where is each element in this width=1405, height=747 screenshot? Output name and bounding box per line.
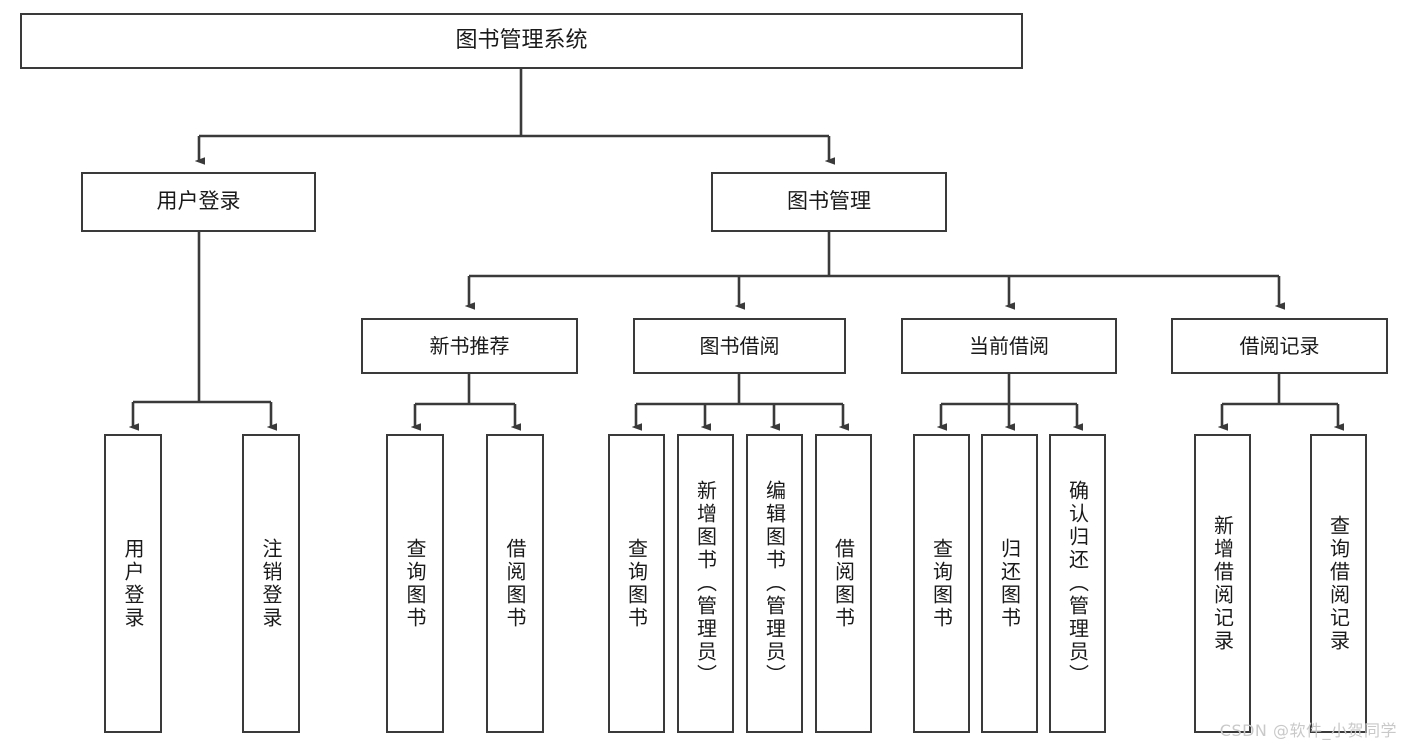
node-root-system[interactable]: 图书管理系统 [20, 13, 1023, 69]
node-book-borrow[interactable]: 图书借阅 [633, 318, 846, 374]
leaf-edit-book-admin[interactable]: 编辑图书（管理员） [746, 434, 803, 733]
node-label: 当前借阅 [969, 333, 1049, 358]
node-label: 用户登录 [121, 537, 145, 630]
node-label: 新增图书（管理员） [693, 480, 718, 687]
node-label: 新增借阅记录 [1210, 514, 1235, 653]
leaf-return-book[interactable]: 归还图书 [981, 434, 1038, 733]
leaf-user-logout[interactable]: 注销登录 [242, 434, 300, 733]
node-label: 归还图书 [997, 537, 1022, 630]
node-current-borrow[interactable]: 当前借阅 [901, 318, 1117, 374]
leaf-query-borrow-record[interactable]: 查询借阅记录 [1310, 434, 1367, 733]
node-user-login[interactable]: 用户登录 [81, 172, 316, 232]
node-label: 查询图书 [403, 537, 427, 630]
node-label: 查询图书 [624, 537, 649, 630]
node-label: 借阅记录 [1239, 333, 1320, 358]
leaf-borrow-book-recommend[interactable]: 借阅图书 [486, 434, 544, 733]
node-label: 确认归还（管理员） [1065, 480, 1090, 687]
node-label: 图书管理系统 [455, 27, 588, 53]
leaf-query-book-current[interactable]: 查询图书 [913, 434, 970, 733]
node-label: 注销登录 [259, 537, 283, 630]
leaf-add-borrow-record[interactable]: 新增借阅记录 [1194, 434, 1251, 733]
node-label: 用户登录 [156, 189, 241, 214]
leaf-query-book-borrow[interactable]: 查询图书 [608, 434, 665, 733]
watermark-text: CSDN @软件_小贺同学 [1219, 721, 1397, 740]
node-label: 借阅图书 [831, 537, 856, 630]
leaf-user-login[interactable]: 用户登录 [104, 434, 162, 733]
leaf-borrow-book[interactable]: 借阅图书 [815, 434, 872, 733]
node-label: 图书借阅 [699, 333, 780, 358]
node-borrow-records[interactable]: 借阅记录 [1171, 318, 1388, 374]
node-new-book-recommend[interactable]: 新书推荐 [361, 318, 578, 374]
leaf-add-book-admin[interactable]: 新增图书（管理员） [677, 434, 734, 733]
node-label: 借阅图书 [503, 537, 527, 630]
node-label: 查询图书 [929, 537, 954, 630]
node-label: 查询借阅记录 [1326, 514, 1351, 653]
leaf-confirm-return-admin[interactable]: 确认归还（管理员） [1049, 434, 1106, 733]
leaf-query-book-recommend[interactable]: 查询图书 [386, 434, 444, 733]
node-label: 图书管理 [787, 189, 871, 214]
node-label: 编辑图书（管理员） [762, 480, 787, 687]
node-book-management[interactable]: 图书管理 [711, 172, 947, 232]
node-label: 新书推荐 [429, 333, 510, 358]
